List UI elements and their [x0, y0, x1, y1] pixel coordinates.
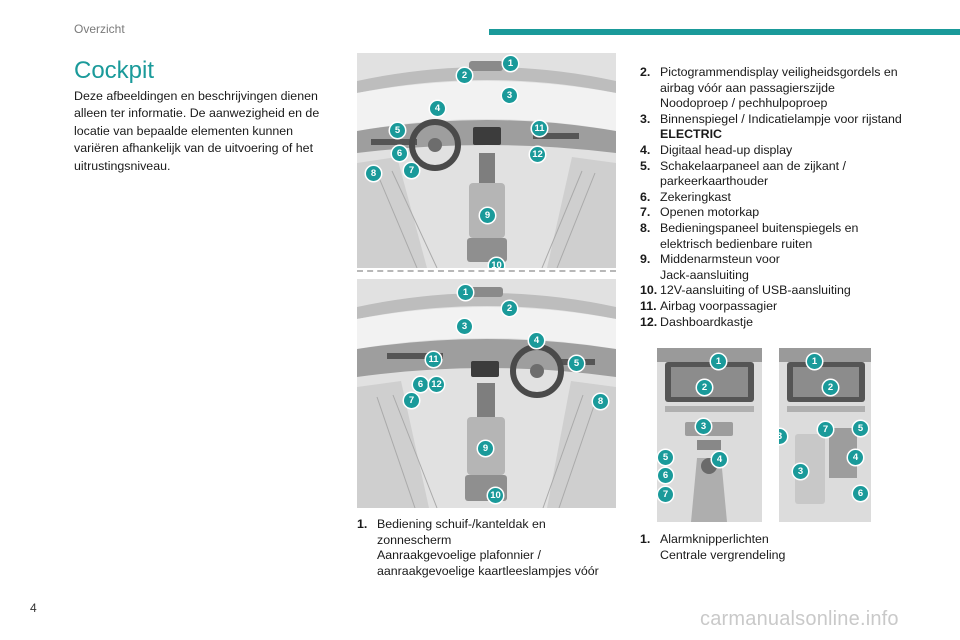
list-item: 9.Middenarmsteun voor Jack-aansluiting	[640, 252, 780, 282]
callout-7: 7	[404, 163, 419, 178]
callout-4: 4	[430, 101, 445, 116]
list-item: 1.Alarmknipperlichten Centrale vergrende…	[640, 532, 786, 562]
callout-1: 1	[807, 354, 822, 369]
callout-2: 2	[457, 68, 472, 83]
callout-5: 5	[390, 123, 405, 138]
header-section-label: Overzicht	[74, 22, 125, 36]
callout-4: 4	[529, 333, 544, 348]
list-item: 1.Bediening schuif-/kanteldak en zonnesc…	[357, 517, 599, 578]
header-accent-bar	[489, 29, 960, 35]
callout-8: 8	[593, 394, 608, 409]
callout-3: 3	[696, 419, 711, 434]
callout-6: 6	[413, 377, 428, 392]
callout-2: 2	[823, 380, 838, 395]
callout-7: 7	[818, 422, 833, 437]
callout-5: 5	[658, 450, 673, 465]
callout-9: 9	[478, 441, 493, 456]
callout-8: 8	[366, 166, 381, 181]
list-item: 3.Binnenspiegel / Indicatielampje voor r…	[640, 111, 902, 142]
callout-11: 11	[532, 121, 547, 136]
callout-10: 10	[488, 488, 503, 503]
callout-4: 4	[848, 450, 863, 465]
callout-11: 11	[426, 352, 441, 367]
callout-12: 12	[429, 377, 444, 392]
console-illustration-right: 1 2 3 7 5 4 3 6	[779, 348, 871, 522]
callout-12: 12	[530, 147, 545, 162]
callout-3: 3	[779, 429, 787, 444]
intro-paragraph: Deze afbeeldingen en beschrijvingen dien…	[74, 89, 320, 173]
list-item: 8.Bedieningspaneel buitenspiegels en ele…	[640, 220, 859, 251]
callout-2: 2	[502, 301, 517, 316]
callout-5: 5	[569, 356, 584, 371]
list-item: 11.Airbag voorpassagier	[640, 298, 778, 313]
callout-9: 9	[480, 208, 495, 223]
list-item: 5.Schakelaarpaneel aan de zijkant / park…	[640, 158, 846, 189]
list-item: 7.Openen motorkap	[640, 205, 760, 220]
page-number: 4	[30, 601, 37, 615]
console-drawing-left	[657, 348, 762, 522]
callout-1: 1	[711, 354, 726, 369]
cockpit-drawing-rhd	[357, 279, 616, 508]
list-item: 6.Zekeringkast	[640, 189, 731, 204]
legend-list-main: 2.Pictogrammendisplay veiligheidsgordels…	[640, 65, 940, 330]
page-title: Cockpit	[74, 57, 155, 84]
list-item: 12.Dashboardkastje	[640, 314, 753, 329]
callout-6: 6	[853, 486, 868, 501]
watermark: carmanualsonline.info	[700, 608, 899, 630]
callout-3: 3	[502, 88, 517, 103]
cockpit-illustration-lhd: 1 2 3 4 5 6 7 8 9 10 11 12	[357, 53, 616, 268]
callout-1: 1	[503, 56, 518, 71]
callout-3: 3	[457, 319, 472, 334]
callout-6: 6	[658, 468, 673, 483]
callout-2: 2	[697, 380, 712, 395]
callout-1: 1	[458, 285, 473, 300]
callout-4: 4	[712, 452, 727, 467]
legend-list-item-1: 1.Bediening schuif-/kanteldak en zonnesc…	[357, 517, 616, 579]
cockpit-drawing-lhd	[357, 53, 616, 268]
list-item: 2.Pictogrammendisplay veiligheidsgordels…	[640, 65, 898, 111]
console-illustration-left: 1 2 3 4 5 6 7	[657, 348, 762, 522]
figure-divider	[357, 270, 616, 272]
callout-3: 3	[793, 464, 808, 479]
callout-7: 7	[658, 487, 673, 502]
callout-7: 7	[404, 393, 419, 408]
callout-6: 6	[392, 146, 407, 161]
legend-list-console: 1.Alarmknipperlichten Centrale vergrende…	[640, 532, 940, 563]
callout-10: 10	[489, 258, 504, 268]
list-item: 4.Digitaal head-up display	[640, 142, 793, 157]
cockpit-illustration-rhd: 1 2 3 4 5 6 12 11 7 8 9 10	[357, 279, 616, 508]
callout-5: 5	[853, 421, 868, 436]
list-item: 10.12V-aansluiting of USB-aansluiting	[640, 283, 851, 298]
